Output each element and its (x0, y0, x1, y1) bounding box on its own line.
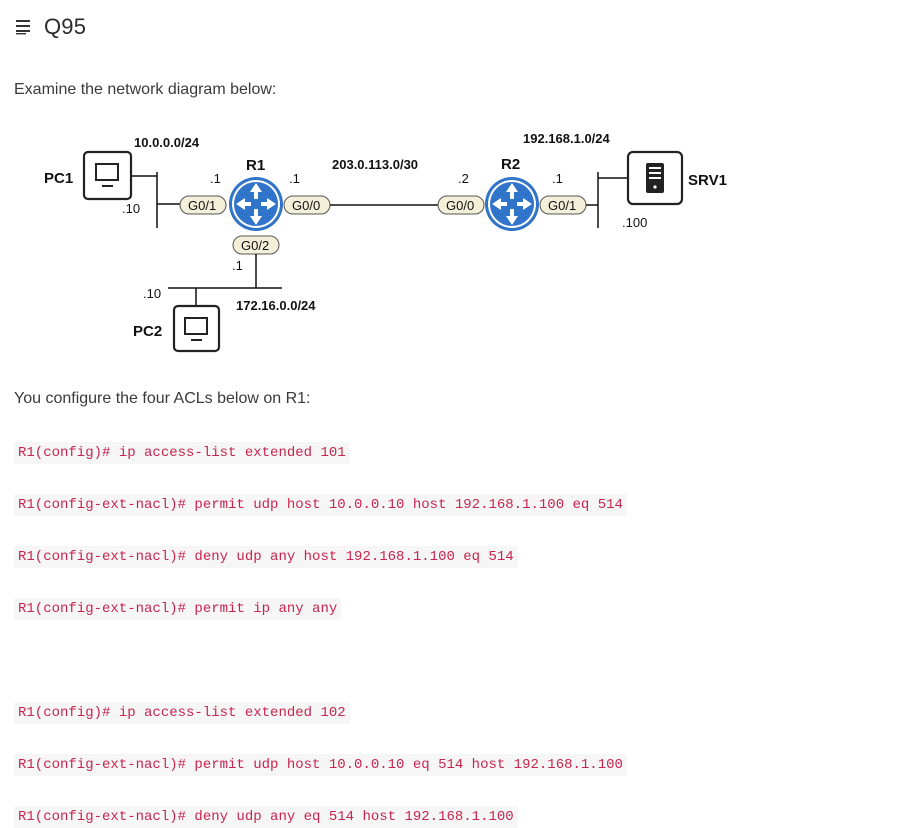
pc1-label: PC1 (44, 170, 73, 187)
bottom-lan-label: 172.16.0.0/24 (236, 298, 316, 313)
r2-g01-ip: .1 (552, 171, 563, 186)
acl-intro-text: You configure the four ACLs below on R1: (14, 390, 311, 407)
r2-g00-badge: G0/0 (446, 198, 474, 213)
pc2-host: .10 (143, 286, 161, 301)
code-line: R1(config)# ip access-list extended 101 (14, 442, 350, 464)
code-line: R1(config-ext-nacl)# deny udp any eq 514… (14, 806, 518, 828)
question-header: Q95 (16, 14, 86, 40)
pc2-device (172, 304, 221, 353)
code-line: R1(config-ext-nacl)# permit ip any any (14, 598, 342, 620)
list-icon[interactable] (16, 19, 34, 35)
network-diagram: PC1 .10 10.0.0.0/24 R1 .1 .1 .1 G0/1 G0/… (44, 131, 727, 353)
code-line: R1(config)# ip access-list extended 102 (14, 702, 350, 724)
srv1-host: .100 (622, 215, 647, 230)
srv1-device (626, 150, 684, 206)
r1-g02-badge: G0/2 (241, 238, 269, 253)
pc2-label: PC2 (133, 323, 162, 340)
r1-router-icon (229, 177, 283, 231)
r1-g00-badge: G0/0 (292, 198, 320, 213)
code-line: R1(config-ext-nacl)# permit udp host 10.… (14, 494, 627, 516)
left-lan-label: 10.0.0.0/24 (134, 135, 200, 150)
pc1-host: .10 (122, 201, 140, 216)
wan-label: 203.0.113.0/30 (332, 157, 418, 172)
r1-g00-ip: .1 (289, 171, 300, 186)
r1-g01-ip: .1 (210, 171, 221, 186)
right-lan-label: 192.168.1.0/24 (523, 131, 611, 146)
intro-text: Examine the network diagram below: (14, 81, 277, 98)
r2-router-icon (485, 177, 539, 231)
r1-label: R1 (246, 157, 265, 174)
code-line: R1(config-ext-nacl)# deny udp any host 1… (14, 546, 518, 568)
r1-g01-badge: G0/1 (188, 198, 216, 213)
r1-g02-ip: .1 (232, 258, 243, 273)
r2-label: R2 (501, 156, 520, 173)
r2-g00-ip: .2 (458, 171, 469, 186)
question-title: Q95 (44, 14, 87, 39)
r2-g01-badge: G0/1 (548, 198, 576, 213)
pc1-device (82, 150, 133, 201)
code-line: R1(config-ext-nacl)# permit udp host 10.… (14, 754, 627, 776)
srv1-label: SRV1 (688, 172, 727, 189)
